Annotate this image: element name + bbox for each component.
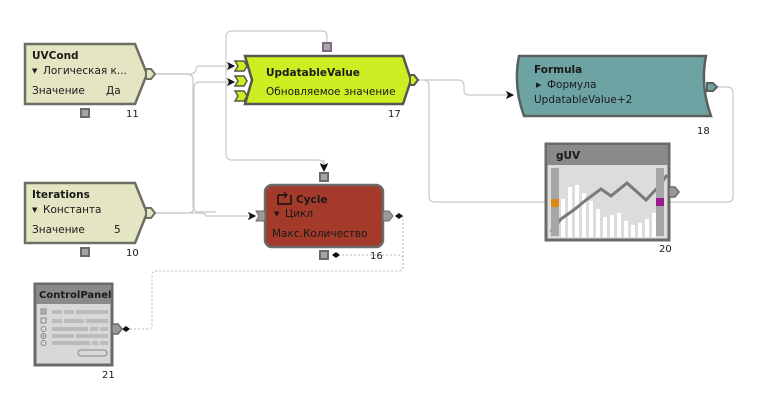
node-id: 20 — [659, 244, 672, 255]
node-title: Formula — [534, 64, 582, 76]
preview-bar — [624, 221, 628, 237]
node-cycle[interactable]: Cycle ▼ Цикл Макс.Количество 16 — [255, 172, 394, 262]
doc-icon[interactable] — [80, 108, 90, 118]
connector-diamond-cycle-right — [395, 213, 403, 219]
arrow-head-cycle-in — [248, 212, 256, 220]
node-type-label: Цикл — [285, 208, 313, 220]
output-port[interactable] — [409, 74, 420, 86]
connector-diamond-cycle-bottom — [332, 252, 340, 258]
cycle-icon — [277, 191, 292, 205]
node-type-label: Формула — [547, 79, 596, 91]
connector-diamond-controlpanel — [122, 326, 130, 332]
collapse-icon[interactable]: ▼ — [274, 210, 280, 218]
node-subtitle: Обновляемое значение — [266, 86, 396, 98]
node-uvcond[interactable]: UVCond ▼ Логическая к... Значение Да 11 — [23, 42, 157, 120]
node-updatable-value[interactable]: UpdatableValue Обновляемое значение 17 — [233, 42, 420, 120]
input-port-2[interactable] — [233, 75, 248, 87]
right-slider-marker[interactable] — [656, 198, 664, 206]
param-label: Макс.Количество — [272, 228, 368, 240]
node-title: gUV — [556, 150, 581, 162]
node-type-label: Логическая к... — [43, 65, 127, 77]
input-port-1[interactable] — [233, 60, 248, 72]
wire-updatable-to-guv[interactable] — [423, 79, 545, 203]
preview-bar — [589, 201, 593, 237]
node-title: UpdatableValue — [266, 67, 360, 79]
wire-updatable-loop[interactable] — [225, 30, 328, 170]
wire-updatable-to-formula[interactable] — [416, 79, 514, 99]
node-controlpanel[interactable]: ControlPanel 21 — [33, 282, 123, 381]
wire-cycle-bottom-dotted[interactable] — [338, 254, 404, 260]
wire-uvcond-to-updatable[interactable] — [154, 73, 216, 213]
preview-bar — [610, 215, 614, 237]
node-id: 21 — [102, 370, 115, 381]
node-title: ControlPanel — [39, 290, 111, 301]
graph-line — [549, 174, 669, 233]
node-type-label: Константа — [43, 204, 101, 216]
value-label: Значение — [32, 85, 85, 97]
output-port[interactable] — [145, 207, 157, 219]
doc-icon-top[interactable] — [319, 172, 329, 182]
doc-icon[interactable] — [80, 247, 90, 257]
value: Да — [106, 85, 121, 97]
input-port-3[interactable] — [233, 90, 248, 102]
node-id: 18 — [697, 126, 710, 137]
doc-icon-bottom[interactable] — [319, 250, 329, 260]
node-title: Iterations — [32, 189, 90, 201]
output-port[interactable] — [111, 323, 123, 335]
wire-cycle-to-controlpanel[interactable] — [126, 215, 404, 330]
arrow-head-cycle-top — [320, 164, 328, 172]
preview-bar — [596, 209, 600, 237]
wire-formula-to-guv[interactable] — [670, 86, 734, 203]
node-title: Cycle — [296, 194, 328, 206]
output-port[interactable] — [145, 68, 157, 80]
collapse-icon[interactable]: ▼ — [32, 206, 38, 214]
preview-bar — [582, 193, 586, 237]
preview-bar — [575, 185, 579, 237]
formula-expression: UpdatableValue+2 — [534, 94, 632, 106]
node-title: UVCond — [32, 50, 79, 62]
doc-icon[interactable] — [322, 42, 332, 52]
expand-icon[interactable]: ▶ — [536, 81, 542, 89]
preview-bar — [645, 219, 649, 237]
input-port[interactable] — [255, 210, 266, 222]
output-port[interactable] — [706, 82, 719, 92]
arrow-head-formula-in — [506, 91, 514, 99]
preview-bar — [631, 225, 635, 237]
output-port[interactable] — [382, 210, 394, 222]
arrow-head-updatable-in1 — [227, 62, 235, 70]
node-guv[interactable]: gUV 20 — [544, 142, 680, 255]
panel-preview — [40, 308, 108, 357]
arrow-head-updatable-in2 — [227, 78, 235, 86]
wire-iterations-to-cycle[interactable] — [154, 212, 256, 220]
wire-uvcond-to-updatable-in[interactable] — [154, 62, 235, 75]
node-iterations[interactable]: Iterations ▼ Константа Значение 5 10 — [23, 181, 157, 259]
collapse-icon[interactable]: ▼ — [32, 67, 38, 75]
preview-bar — [652, 213, 656, 237]
wire-iterations-to-updatable[interactable] — [154, 78, 235, 214]
connections — [122, 30, 734, 332]
value: 5 — [114, 224, 121, 236]
node-id: 17 — [388, 109, 401, 120]
preview-bar — [638, 223, 642, 237]
node-id: 16 — [370, 251, 383, 262]
preview-bar — [617, 213, 621, 237]
output-port[interactable] — [668, 186, 680, 198]
left-slider-marker[interactable] — [551, 199, 559, 207]
value-label: Значение — [32, 224, 85, 236]
preview-bar — [603, 217, 607, 237]
node-formula[interactable]: Formula ▶ Формула UpdatableValue+2 18 — [515, 54, 719, 137]
node-id: 10 — [126, 248, 139, 259]
node-id: 11 — [126, 109, 139, 120]
